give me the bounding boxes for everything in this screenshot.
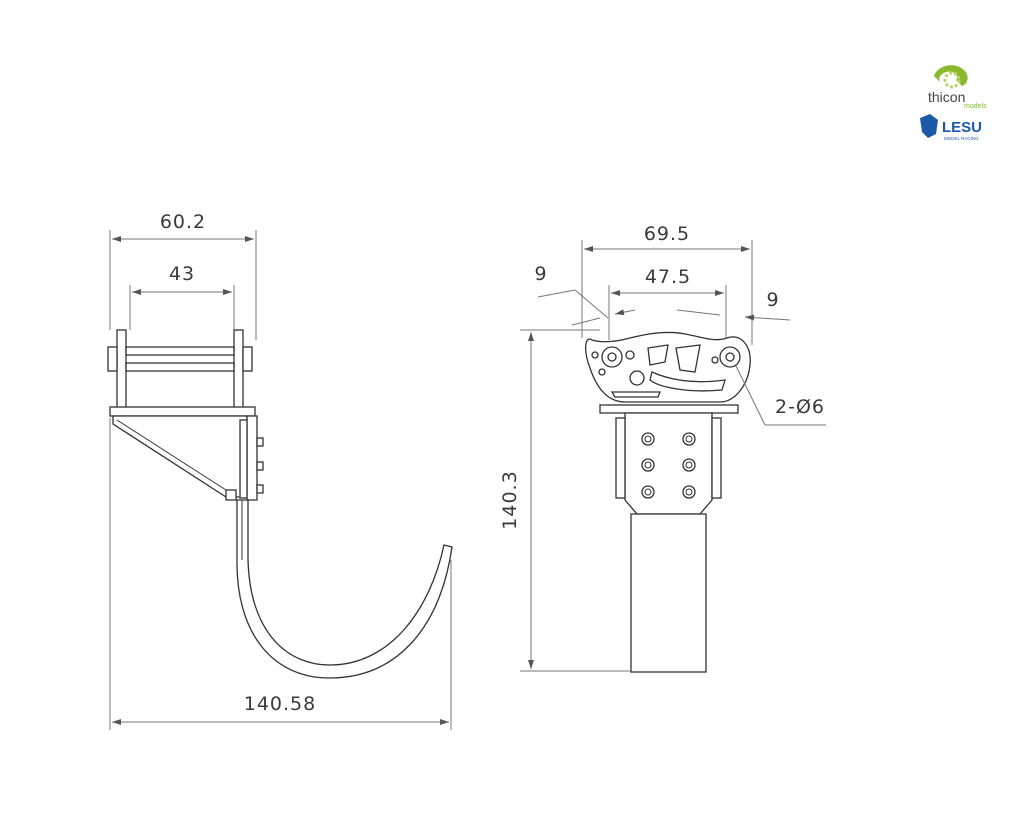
dim-width-top: 60.2 [109, 211, 257, 340]
dim-label-47-5: 47.5 [645, 266, 691, 288]
dim-height: 140.3 [499, 329, 630, 672]
dim-pin-span: 43 [129, 263, 235, 330]
mount-bracket [107, 329, 264, 501]
dim-label-140-3: 140.3 [499, 470, 521, 529]
front-view: 69.5 47.5 9 9 [499, 223, 826, 673]
thicon-sub: models [964, 103, 987, 110]
lesu-wordmark: LESU [942, 119, 982, 136]
bolt-heads [641, 432, 696, 499]
dim-front-width-top: 69.5 [581, 223, 753, 345]
thicon-wordmark: thicon [928, 89, 965, 105]
dim-holes: 2-Ø6 [735, 365, 826, 426]
dim-label-60-2: 60.2 [160, 211, 206, 233]
dim-label-holes: 2-Ø6 [775, 396, 825, 418]
dim-label-9-right: 9 [766, 289, 779, 311]
ripper-tine [236, 499, 453, 679]
lesu-logo: LESU MODEL RACING [920, 114, 982, 141]
side-view: 60.2 43 [107, 211, 453, 730]
dim-label-43: 43 [169, 263, 195, 285]
bolt-flange [615, 412, 722, 515]
dim-label-69-5: 69.5 [644, 223, 690, 245]
dim-overall-width: 140.58 [109, 418, 452, 730]
brand-logos: thicon models LESU MODEL RACING [920, 65, 987, 141]
dim-label-9-left: 9 [534, 263, 547, 285]
dim-offset-right: 9 [676, 289, 791, 321]
thicon-logo: thicon models [928, 65, 987, 110]
coupler-plate [585, 331, 751, 414]
lesu-sub: MODEL RACING [944, 136, 979, 141]
dim-front-pin-span: 47.5 [608, 266, 727, 340]
shank [630, 513, 707, 673]
dim-label-140-58: 140.58 [244, 693, 316, 715]
dim-offset-left: 9 [534, 263, 636, 326]
